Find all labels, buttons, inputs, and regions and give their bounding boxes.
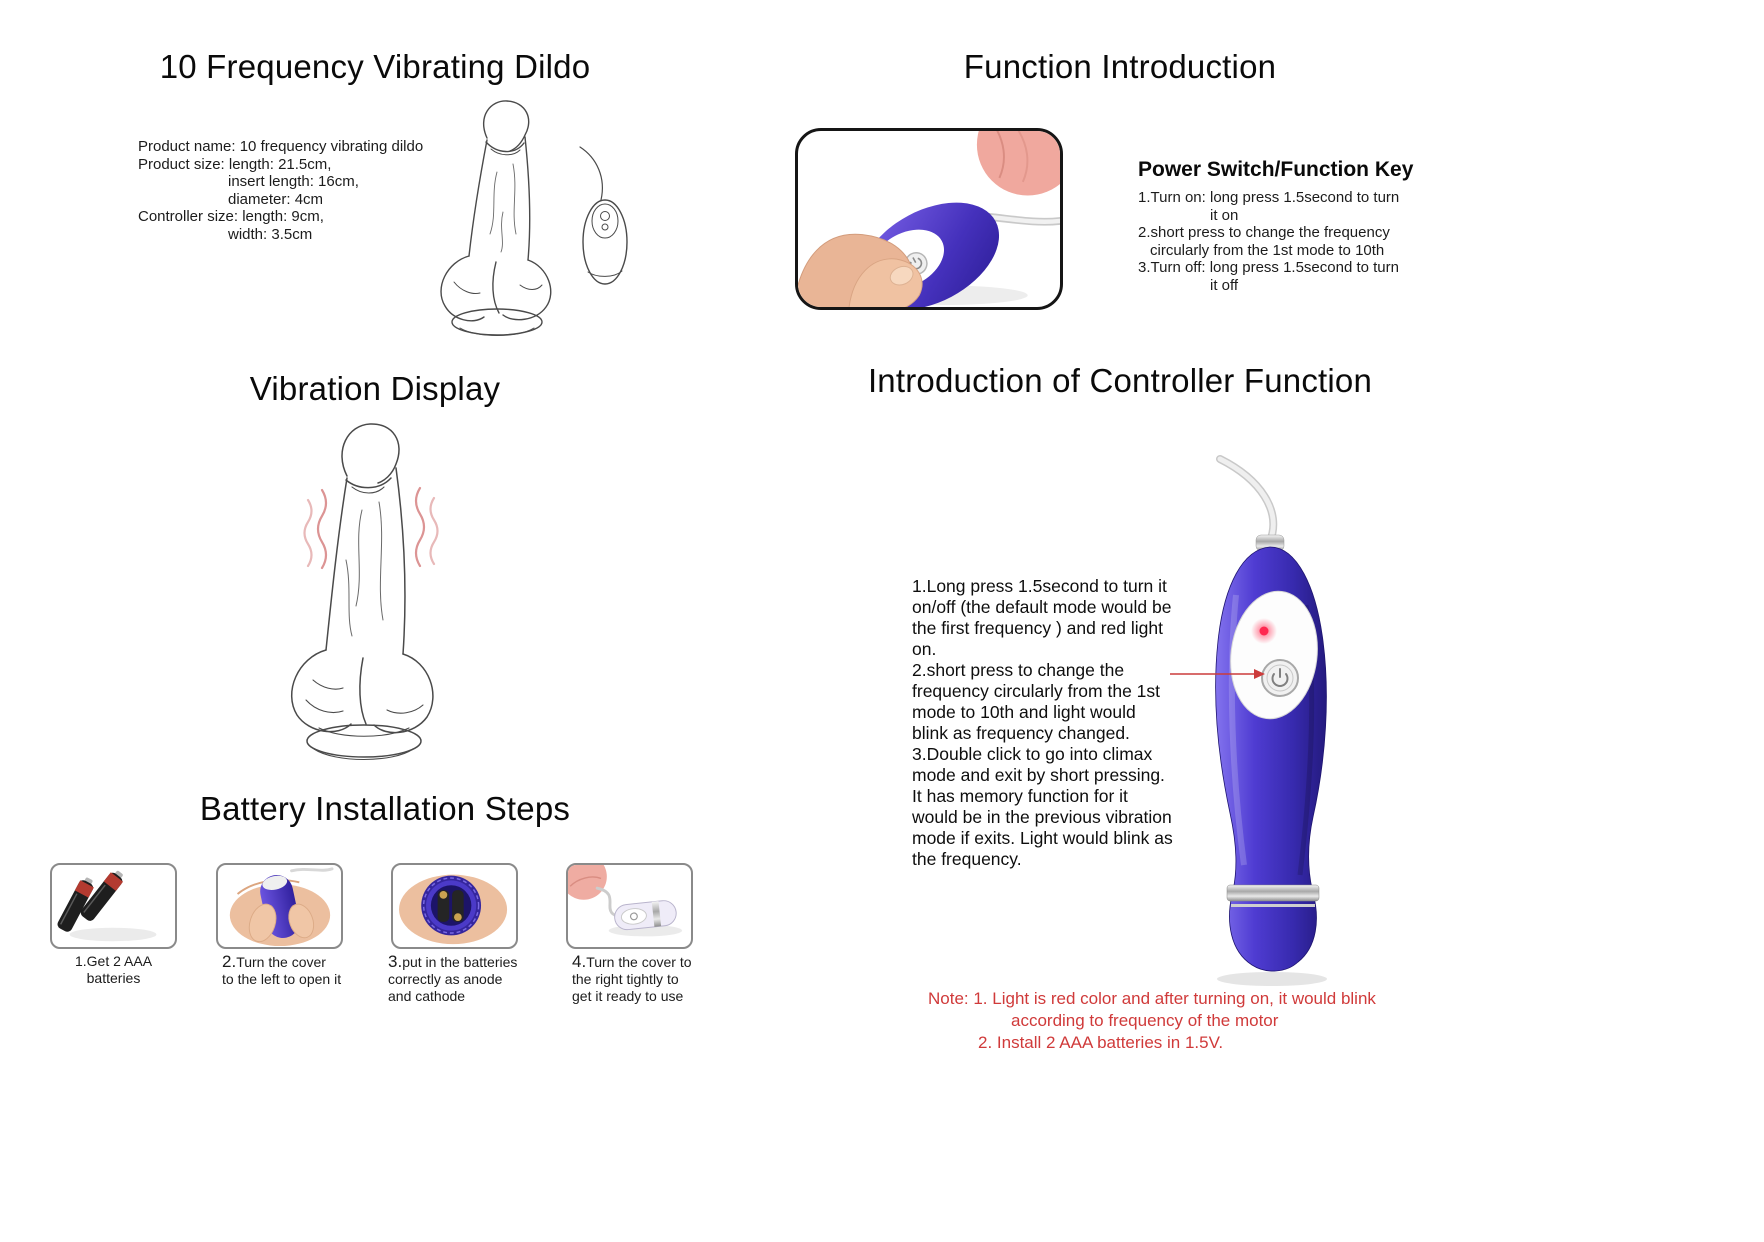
function-step-cont: it on bbox=[1210, 206, 1239, 224]
battery-step-4-caption: 4.Turn the cover to the right tightly to… bbox=[572, 952, 692, 1004]
battery-step-2-caption: 2.Turn the cover to the left to open it bbox=[222, 952, 342, 987]
function-intro-title: Function Introduction bbox=[963, 48, 1277, 85]
controller-instruction: 1.Long press 1.5second to turn it on/off… bbox=[912, 576, 1172, 659]
controller-instructions: 1.Long press 1.5second to turn it on/off… bbox=[912, 576, 1174, 870]
function-step: 1.Turn on: long press 1.5second to turn bbox=[1138, 189, 1400, 206]
product-illustration bbox=[440, 100, 628, 336]
battery-step-1-image bbox=[50, 863, 177, 949]
controller-photo bbox=[795, 128, 1063, 310]
battery-step-4-image bbox=[566, 863, 693, 949]
controller-instruction: 2.short press to change the frequency ci… bbox=[912, 660, 1161, 743]
remote-body bbox=[582, 199, 628, 285]
battery-icon bbox=[57, 877, 94, 932]
function-steps: 1.Turn on: long press 1.5second to turn … bbox=[1138, 189, 1458, 294]
function-step: 2.short press to change the frequency bbox=[1138, 224, 1390, 241]
note-line: according to frequency of the motor bbox=[1011, 1011, 1279, 1030]
spec-line: insert length: 16cm, bbox=[228, 173, 359, 190]
finger bbox=[248, 903, 277, 943]
battery-step-2-image bbox=[216, 863, 343, 949]
note-line: 2. Install 2 AAA batteries in 1.5V. bbox=[978, 1033, 1224, 1052]
vibration-waves-left bbox=[303, 488, 328, 570]
battery-step-3-caption: 3.put in the batteries correctly as anod… bbox=[388, 952, 518, 1004]
power-cord bbox=[290, 867, 334, 873]
spec-line: diameter: 4cm bbox=[228, 190, 324, 208]
pointer-arrow-icon bbox=[1170, 669, 1265, 679]
controller-instruction: 3.Double click to go into climax mode an… bbox=[912, 744, 1173, 869]
controller-illustration bbox=[1215, 455, 1327, 986]
battery-step-3-image bbox=[391, 863, 518, 949]
led-indicator bbox=[1259, 626, 1269, 636]
spec-line: width: 3.5cm bbox=[228, 225, 313, 243]
function-step-cont: it off bbox=[1210, 276, 1239, 294]
note-line: Note: 1. Light is red color and after tu… bbox=[928, 989, 1376, 1008]
battery-icon bbox=[437, 890, 450, 922]
power-button-icon bbox=[629, 912, 638, 921]
spec-line: Product name: 10 frequency vibrating dil… bbox=[138, 138, 424, 155]
controller-title: Introduction of Controller Function bbox=[867, 362, 1373, 399]
remote-button-icon bbox=[600, 211, 610, 221]
product-title: 10 Frequency Vibrating Dildo bbox=[159, 48, 591, 85]
vibration-illustration bbox=[291, 423, 439, 760]
controller-note: Note: 1. Light is red color and after tu… bbox=[928, 988, 1448, 1054]
function-step-cont: circularly from the 1st mode to 10th bbox=[1150, 241, 1385, 259]
power-switch-heading: Power Switch/Function Key bbox=[1138, 158, 1414, 181]
product-tip-photo bbox=[976, 131, 1060, 196]
function-step: 3.Turn off: long press 1.5second to turn bbox=[1138, 259, 1399, 276]
battery-title: Battery Installation Steps bbox=[199, 790, 571, 827]
remote-cord bbox=[579, 146, 603, 201]
chrome-band bbox=[1226, 884, 1320, 902]
product-specs: Product name: 10 frequency vibrating dil… bbox=[138, 138, 478, 243]
spec-line: Controller size: length: 9cm, bbox=[138, 208, 324, 225]
battery-icon bbox=[80, 870, 124, 921]
battery-step-1-caption: 1.Get 2 AAA batteries bbox=[74, 953, 153, 986]
vibration-waves-right bbox=[414, 486, 439, 568]
controller-photo-image bbox=[798, 131, 1060, 307]
vibration-title: Vibration Display bbox=[249, 370, 501, 407]
finger bbox=[288, 903, 315, 939]
spec-line: Product size: length: 21.5cm, bbox=[138, 155, 332, 173]
battery-icon bbox=[452, 890, 464, 922]
